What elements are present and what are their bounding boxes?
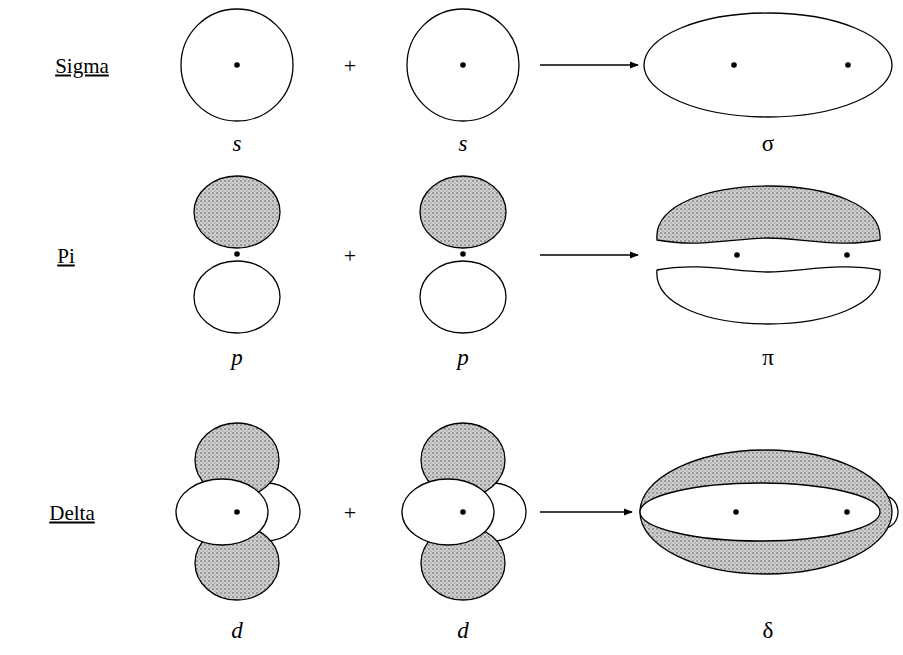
delta-orbital: [640, 450, 898, 574]
orbital-label: s: [233, 132, 242, 155]
row-name: Delta: [49, 503, 94, 524]
orbital-label: s: [459, 132, 468, 155]
p-lobe: [194, 261, 280, 333]
plus-sign: +: [344, 55, 356, 77]
row-name: Pi: [57, 246, 75, 267]
orbital-label: p: [231, 346, 243, 369]
row-name: Sigma: [55, 56, 109, 77]
reaction-arrows: [540, 65, 638, 512]
plus-sign: +: [344, 502, 356, 524]
bond-label: δ: [763, 619, 774, 642]
d-orbital: [402, 423, 526, 600]
bond-label: π: [762, 346, 774, 369]
pi-lobe: [657, 267, 880, 324]
orbital-label: d: [457, 619, 469, 642]
d-orbital: [176, 423, 300, 600]
bond-label: σ: [762, 132, 774, 155]
p-lobe: [194, 176, 280, 248]
p-lobe: [420, 176, 506, 248]
s-orbital: [407, 9, 519, 121]
s-orbital: [181, 9, 293, 121]
sigma-orbital: [644, 13, 892, 117]
orbital-label: d: [231, 619, 243, 642]
pi-lobe: [657, 186, 880, 243]
p-lobe: [420, 261, 506, 333]
nucleus-dots: [234, 62, 851, 515]
plus-sign: +: [344, 245, 356, 267]
orbital-label: p: [457, 346, 469, 369]
